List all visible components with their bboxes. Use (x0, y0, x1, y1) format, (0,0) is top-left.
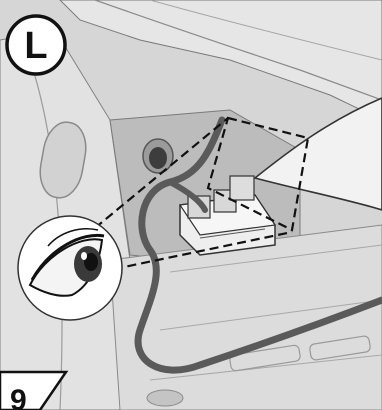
connector-plug-3 (230, 176, 254, 200)
eye-callout (18, 216, 122, 320)
step-number: 9 (10, 384, 27, 410)
side-badge: L (7, 16, 65, 74)
side-badge-letter: L (24, 25, 47, 67)
sill-bolt (147, 390, 183, 406)
grommet-inner (149, 147, 167, 169)
